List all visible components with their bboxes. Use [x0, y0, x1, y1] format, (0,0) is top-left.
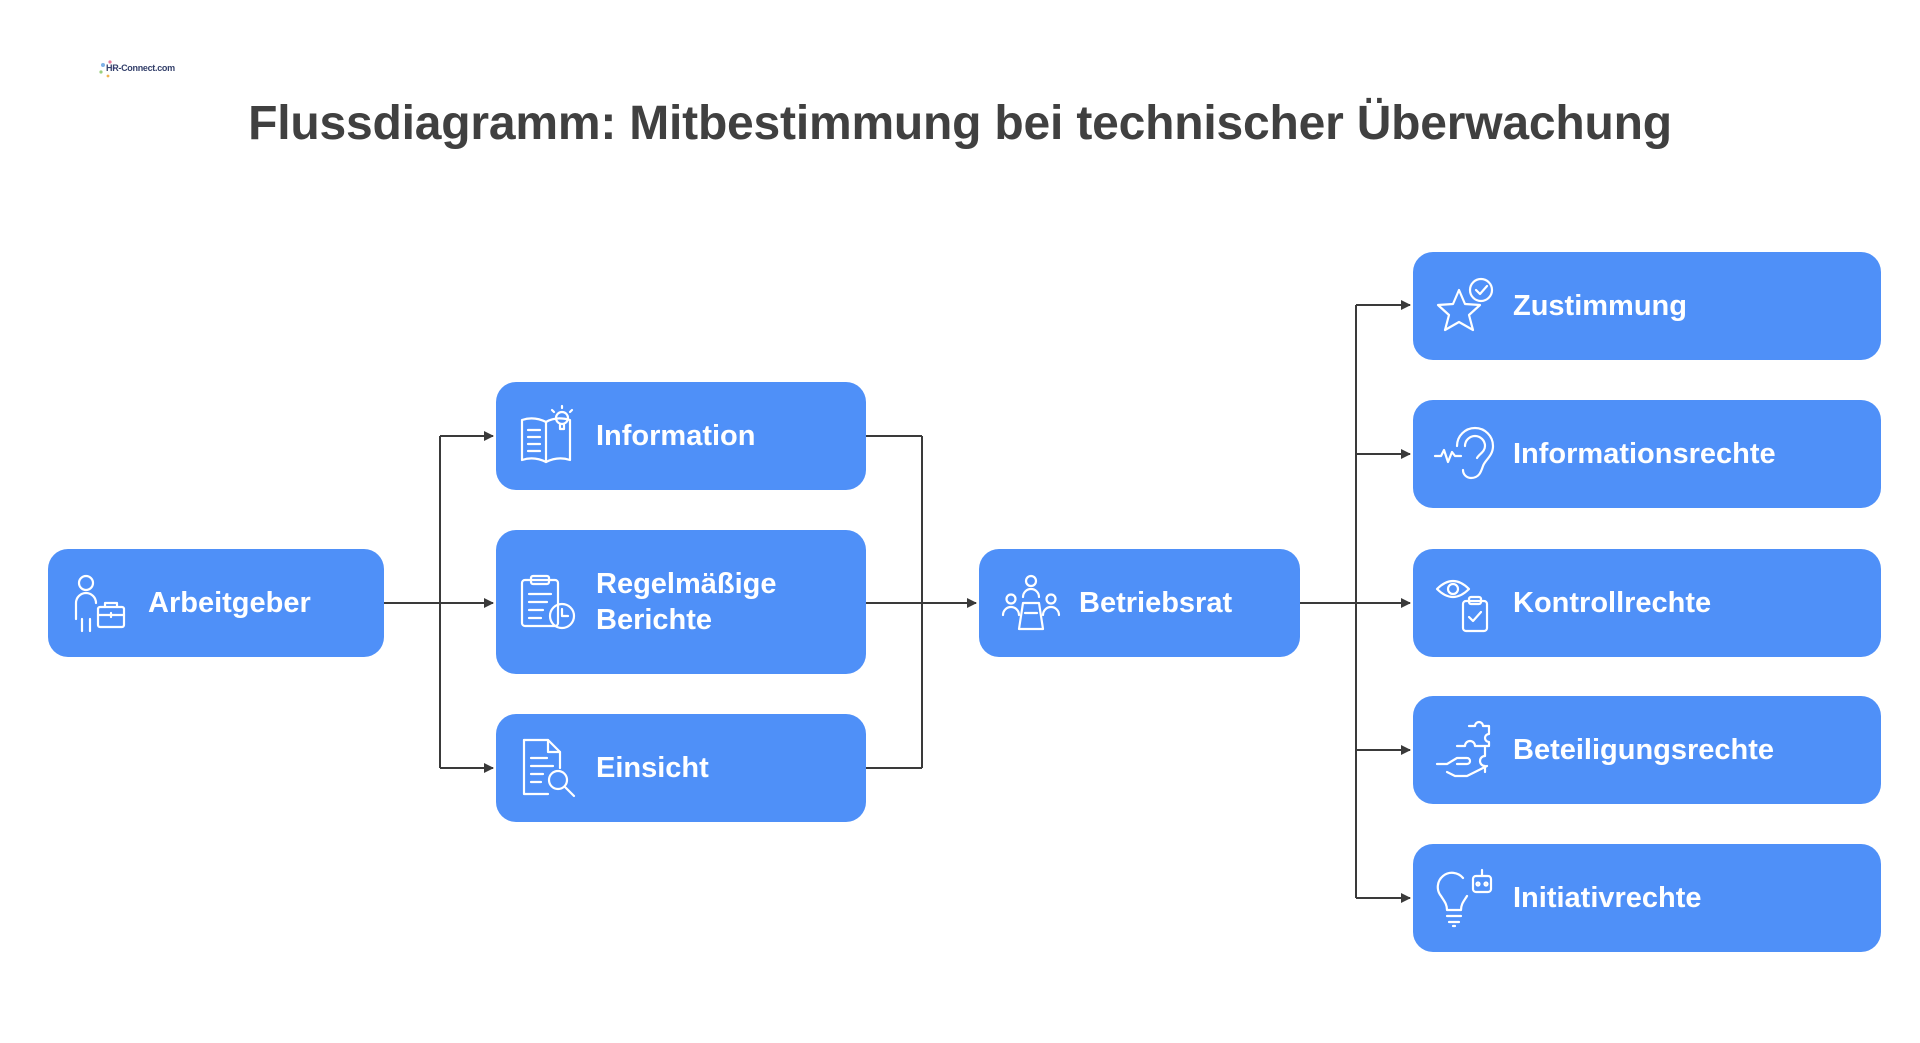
node-betriebsrat: Betriebsrat [979, 549, 1300, 657]
node-beteiligungsrechte: Beteiligungsrechte [1413, 696, 1881, 804]
logo: HR-Connect.com [98, 57, 175, 81]
eye-clipboard-icon [1435, 573, 1495, 633]
council-meeting-icon [1001, 573, 1061, 633]
node-label: Arbeitgeber [148, 587, 311, 619]
node-label-line2: Berichte [596, 604, 713, 636]
node-kontrollrechte: Kontrollrechte [1413, 549, 1881, 657]
node-initiativrechte: Initiativrechte [1413, 844, 1881, 952]
node-label: Kontrollrechte [1513, 587, 1712, 619]
node-information: Information [496, 382, 866, 490]
employer-briefcase-icon [70, 573, 130, 633]
document-search-icon [518, 738, 578, 798]
node-label: Beteiligungsrechte [1513, 734, 1775, 766]
node-label-line1: Regelmäßige [596, 568, 777, 600]
node-arbeitgeber: Arbeitgeber [48, 549, 384, 657]
page-title: Flussdiagramm: Mitbestimmung bei technis… [248, 97, 1672, 150]
node-label: Einsicht [596, 752, 709, 784]
book-lightbulb-icon [518, 404, 578, 466]
logo-mark-icon [99, 60, 116, 78]
ear-sound-icon [1433, 424, 1495, 484]
node-label: Regelmäßige Berichte [596, 566, 850, 638]
node-zustimmung: Zustimmung [1413, 252, 1881, 360]
node-label: Informationsrechte [1513, 438, 1776, 470]
node-label: Zustimmung [1513, 290, 1687, 322]
node-label: Information [596, 420, 756, 452]
lightbulb-robot-icon [1435, 868, 1495, 928]
node-label: Betriebsrat [1079, 587, 1233, 619]
node-label: Initiativrechte [1513, 882, 1702, 914]
node-regelmaessige-berichte: Regelmäßige Berichte [496, 530, 866, 674]
star-check-icon [1435, 276, 1495, 336]
logo-text: HR-Connect.com [106, 63, 175, 73]
node-einsicht: Einsicht [496, 714, 866, 822]
hand-puzzle-icon [1435, 720, 1495, 780]
node-informationsrechte: Informationsrechte [1413, 400, 1881, 508]
clipboard-clock-icon [518, 572, 578, 632]
